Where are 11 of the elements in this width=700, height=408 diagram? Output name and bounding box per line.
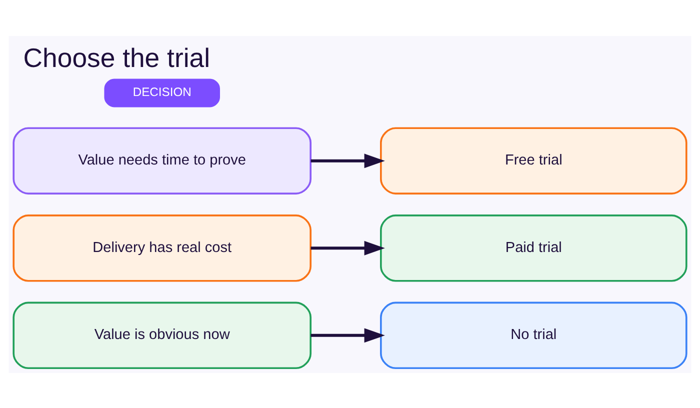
node-box: Value is obvious now (12, 301, 312, 369)
arrow (310, 240, 385, 255)
node-box: Delivery has real cost (12, 214, 312, 282)
node-box: Value needs time to prove (12, 126, 312, 194)
node-box: No trial (380, 301, 688, 369)
arrow (310, 328, 385, 342)
node-box: DECISION (104, 78, 220, 107)
diagram-title: Choose the trial (23, 42, 210, 73)
arrow (310, 153, 385, 168)
node-box: Free trial (380, 126, 688, 194)
node-box: Paid trial (380, 214, 688, 282)
